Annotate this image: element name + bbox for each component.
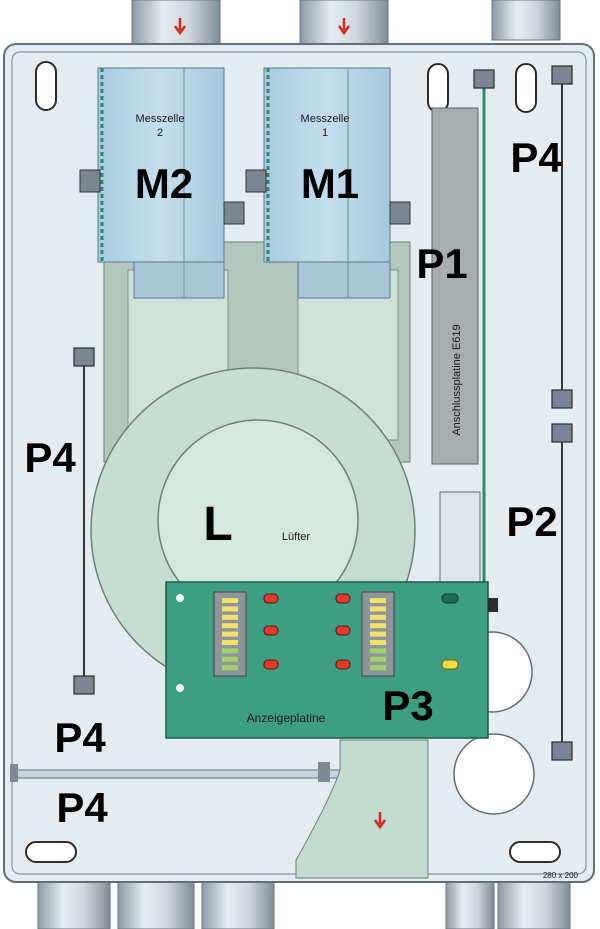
led-segment	[370, 648, 386, 654]
label-messzelle-1-line2: 1	[322, 127, 328, 139]
led-segment	[370, 606, 386, 612]
led-segment	[222, 598, 238, 603]
measuring-cell-2	[79, 67, 245, 299]
label-p1: P1	[416, 240, 467, 287]
display-board	[165, 581, 498, 739]
led-segment	[370, 656, 386, 662]
cell-clamp	[79, 169, 101, 193]
status-led	[335, 625, 351, 636]
board-p2-block	[439, 491, 481, 585]
label-p2: P2	[506, 498, 557, 545]
rail-clip	[473, 69, 495, 89]
arrow-down-icon	[373, 812, 387, 830]
led-segment	[370, 665, 386, 671]
bottom-divider-rail	[11, 769, 343, 779]
label-p4-bottom: P4	[56, 784, 108, 831]
label-anschlussplatine: Anschlussplatine E619	[451, 324, 463, 435]
rail-clip	[318, 762, 330, 782]
led-segment	[222, 665, 238, 671]
label-p3: P3	[382, 682, 433, 729]
led-segment	[370, 598, 386, 603]
mounting-slot	[25, 841, 77, 863]
led-segment	[370, 640, 386, 645]
bottom-pipe	[37, 879, 111, 929]
status-led	[263, 659, 279, 670]
round-opening	[453, 733, 535, 815]
status-led-green	[441, 593, 459, 604]
cell-clamp	[389, 201, 411, 225]
rails	[83, 76, 563, 752]
mounting-slot	[509, 841, 561, 863]
bottom-pipe	[201, 879, 275, 929]
cell-clamp	[245, 169, 267, 193]
rail-clips	[73, 65, 573, 761]
led-segment	[222, 631, 238, 637]
led-segment	[222, 606, 238, 612]
cell-body	[97, 67, 225, 263]
rail-clip	[10, 764, 18, 782]
status-led-yellow	[441, 659, 459, 670]
label-p4-right: P4	[510, 134, 562, 181]
connection-board	[431, 107, 479, 465]
board-screw	[176, 684, 184, 692]
status-led	[263, 593, 279, 604]
led-segment	[370, 614, 386, 620]
label-messzelle-1-line1: Messzelle	[301, 113, 350, 125]
mounting-slot	[35, 61, 57, 111]
label-m2: M2	[135, 160, 193, 207]
top-pipes	[131, 0, 561, 53]
led-segments	[222, 598, 386, 671]
bottom-pipe	[497, 879, 571, 929]
led-segment	[222, 640, 238, 645]
cell-lower	[297, 261, 391, 299]
led-segment	[222, 623, 238, 629]
led-segment	[370, 631, 386, 637]
arrow-down-icon	[337, 18, 351, 36]
measuring-cell-1	[245, 67, 411, 299]
exhaust-duct	[295, 739, 429, 879]
outlet-pipe-top-right	[491, 0, 561, 41]
cell-clamp	[223, 201, 245, 225]
label-anzeigeplatine: Anzeigeplatine	[247, 711, 326, 725]
led-segment	[222, 656, 238, 662]
label-luefter: Lüfter	[282, 531, 310, 543]
led-segment	[222, 614, 238, 620]
cell-body	[263, 67, 391, 263]
scale-note: 280 x 200	[543, 871, 579, 880]
mounting-slot	[515, 63, 537, 113]
rail-clip	[73, 347, 95, 367]
labels: Messzelle 2 Messzelle 1 M2 M1 P1 P4 P2 P…	[24, 113, 578, 880]
board-connector	[488, 598, 498, 612]
label-p4-left: P4	[24, 434, 76, 481]
bottom-pipe	[445, 879, 495, 929]
label-messzelle-2-line2: 2	[157, 127, 163, 139]
label-m1: M1	[301, 160, 359, 207]
bottom-pipes	[37, 879, 571, 929]
rail-clip	[551, 423, 573, 443]
rail-clip	[73, 675, 95, 695]
bottom-pipe	[117, 879, 195, 929]
status-led	[335, 659, 351, 670]
cell-lower	[133, 261, 225, 299]
board-screw	[176, 594, 184, 602]
status-led	[335, 593, 351, 604]
label-messzelle-2-line1: Messzelle	[136, 113, 185, 125]
rail-clip	[551, 389, 573, 409]
rail-clip	[551, 741, 573, 761]
arrow-down-icon	[173, 18, 187, 36]
rail-clip	[551, 65, 573, 85]
status-led	[263, 625, 279, 636]
led-bar-left	[213, 591, 247, 677]
label-l: L	[203, 498, 232, 551]
led-segment	[370, 623, 386, 629]
mounting-slots	[25, 61, 561, 863]
label-p4-lower: P4	[54, 714, 106, 761]
mounting-slot	[427, 63, 449, 113]
led-segment	[222, 648, 238, 654]
